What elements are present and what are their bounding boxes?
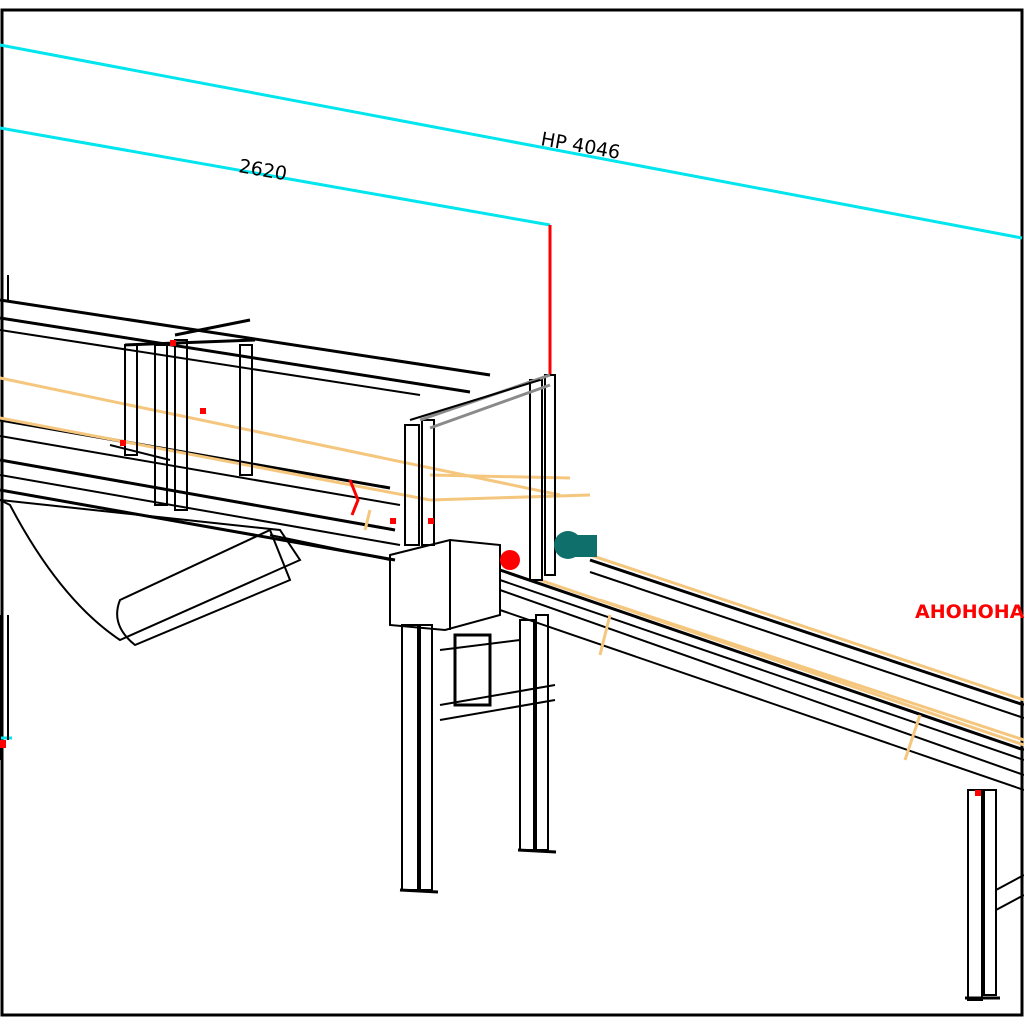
- center-tower: [404, 373, 556, 581]
- right-conveyor-rails: [499, 558, 1024, 791]
- gearbox: [389, 538, 501, 632]
- left-legs: [0, 615, 9, 760]
- conveyor-belt: [0, 376, 1024, 747]
- red-annotation: AHOHOHA: [915, 601, 1024, 623]
- center-legs: [399, 614, 557, 894]
- left-upright-frame: [109, 318, 256, 511]
- side-chute: [0, 499, 391, 647]
- dimension-lines: [0, 43, 1023, 740]
- drawing-border: [0, 8, 1024, 1017]
- right-legs: [965, 789, 1024, 1001]
- dimension-overall-label: HP 4046: [539, 128, 622, 164]
- red-markers: [0, 340, 981, 796]
- dimension-partial-label: 2620: [237, 155, 288, 185]
- belt-hangers: [363, 509, 922, 761]
- drive-motor: [500, 531, 597, 570]
